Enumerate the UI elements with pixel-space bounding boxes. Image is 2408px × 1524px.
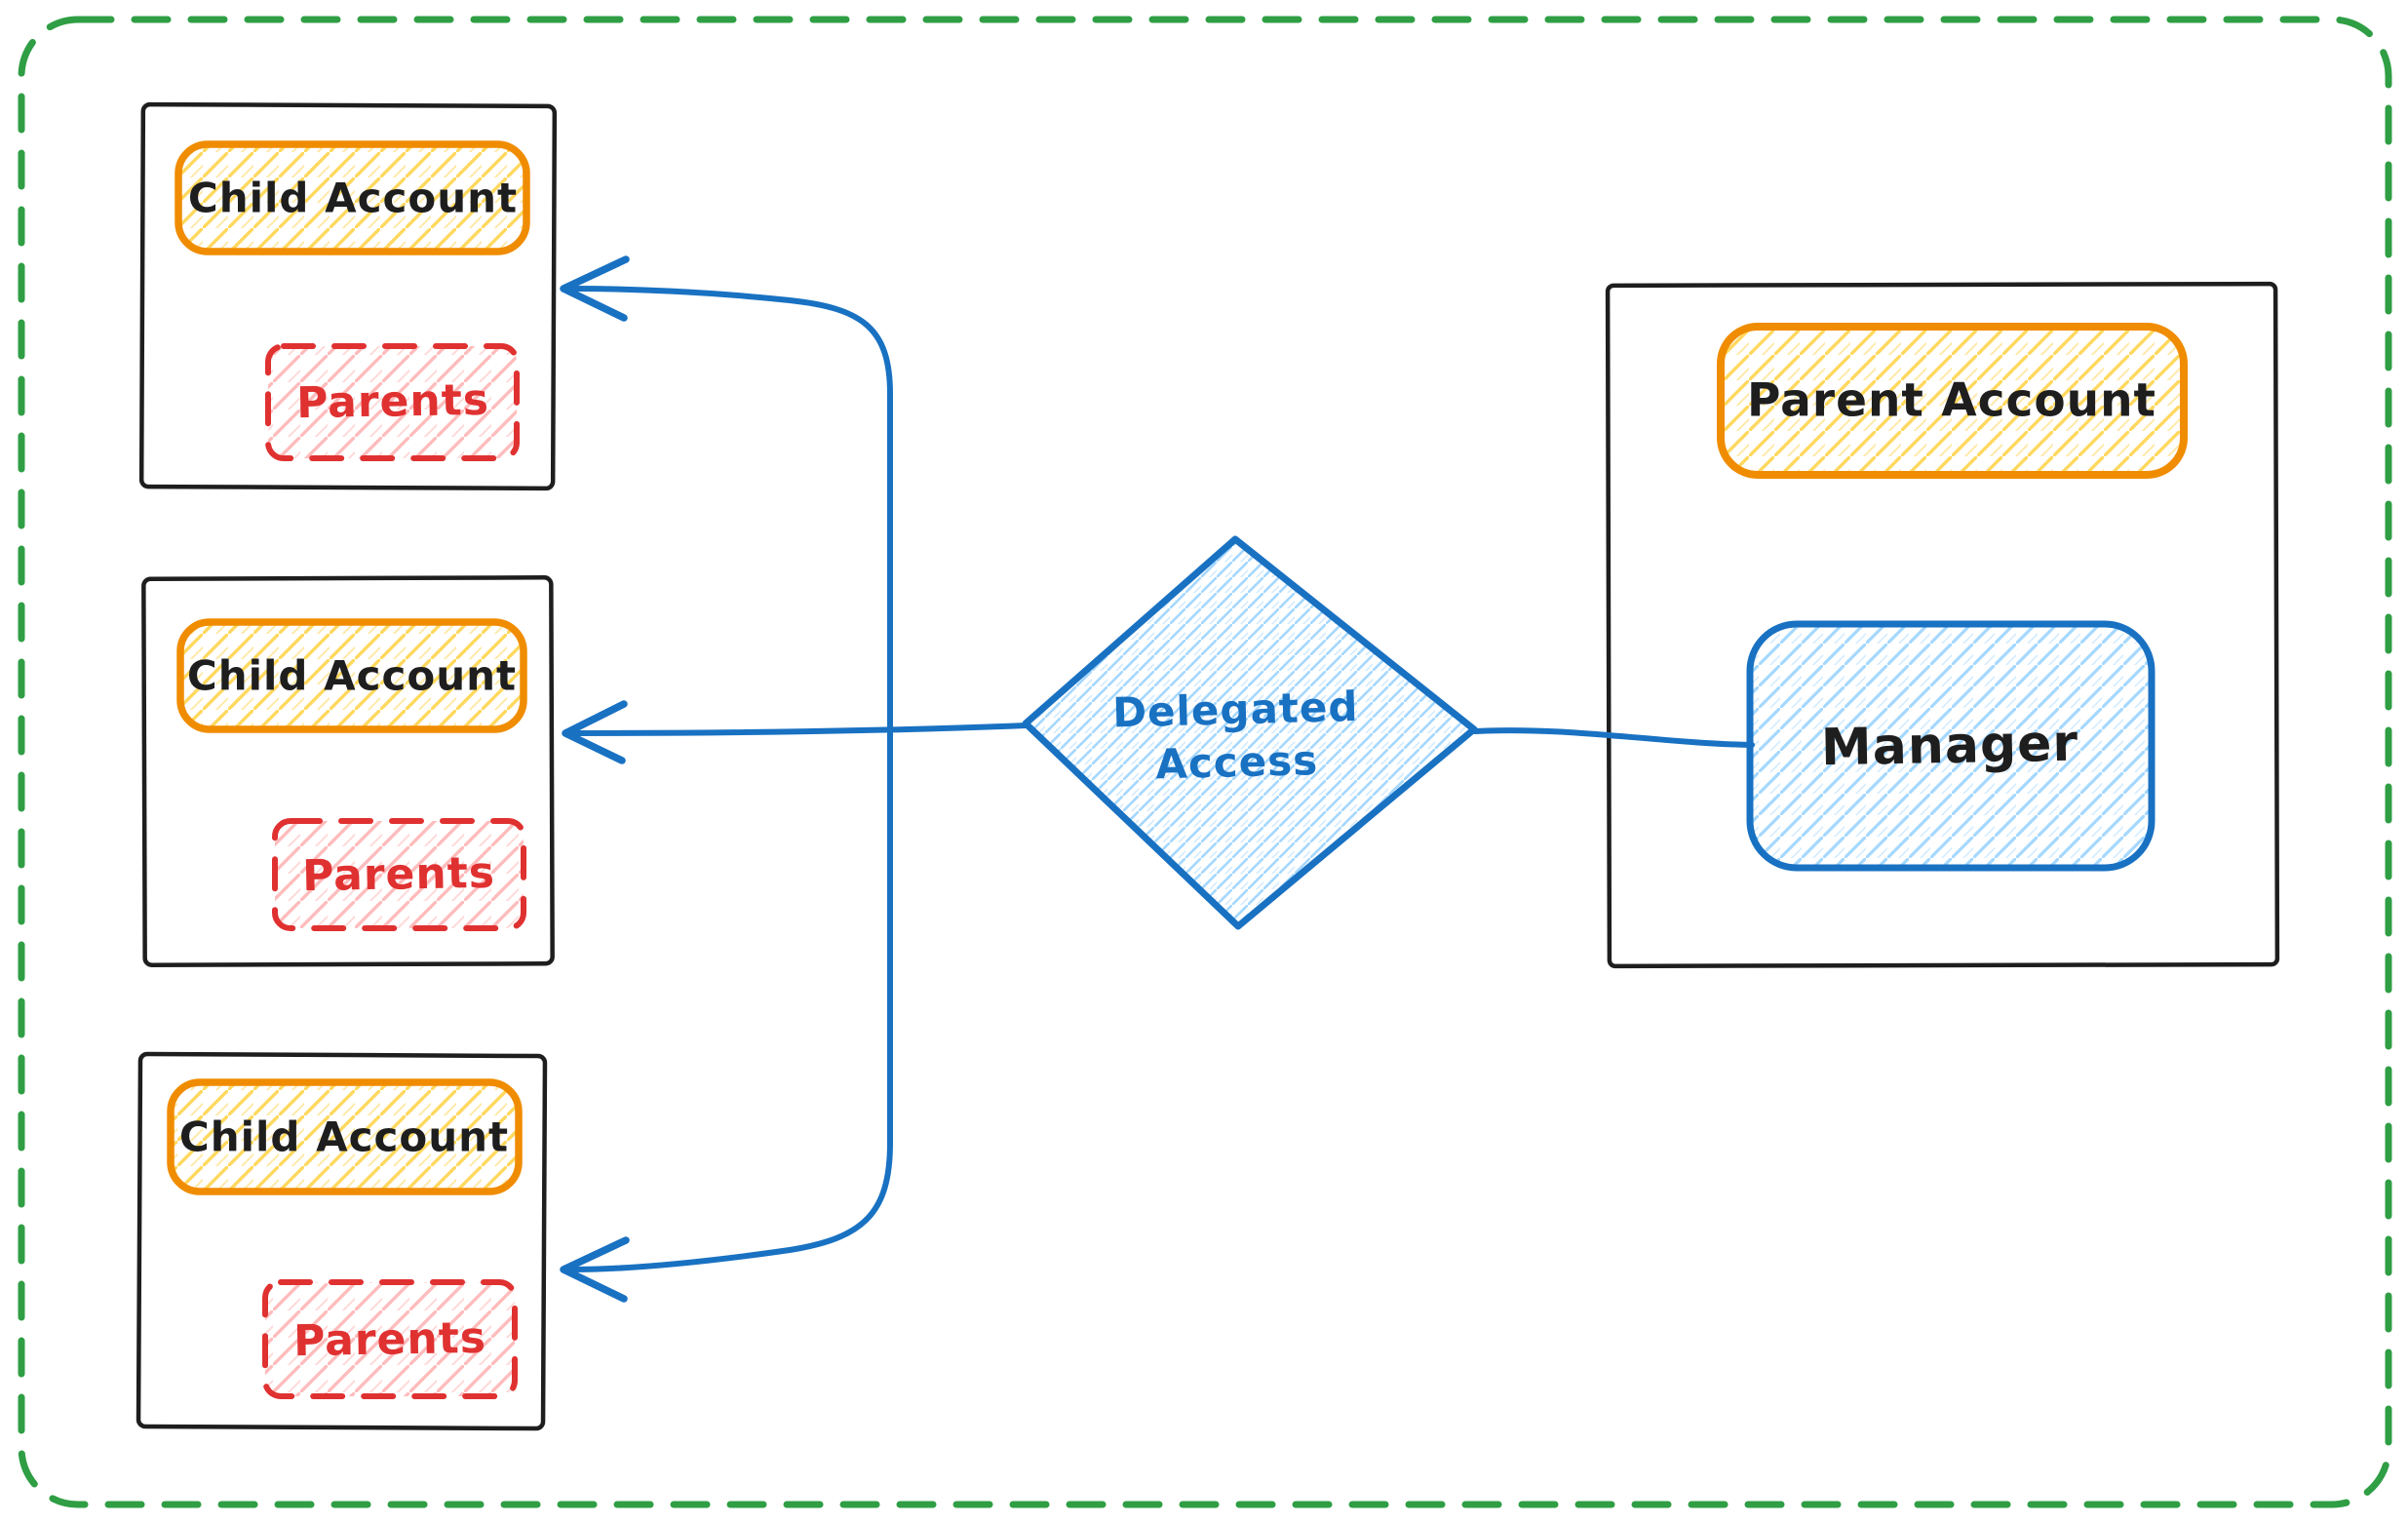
parent-account-pill [1717,323,2188,479]
connector-manager-to-diamond [1472,727,1755,748]
arrowhead-bottom [560,1236,630,1303]
canvas-border [18,16,2392,1508]
manager-node [1746,620,2156,872]
arrow-to-child-middle [566,723,1029,736]
parents-box-1 [265,343,520,461]
arrowhead-top [560,255,630,322]
child-account-pill-2 [176,618,527,733]
delegated-access-diamond [1022,535,1478,930]
arrow-to-child-top [568,286,893,734]
child-account-pill-3 [167,1078,523,1195]
arrowhead-middle [562,700,628,764]
child-account-pill-1 [175,140,530,255]
parents-box-2 [272,818,526,931]
parents-box-3 [262,1279,518,1399]
arrow-to-child-bottom [568,730,893,1272]
